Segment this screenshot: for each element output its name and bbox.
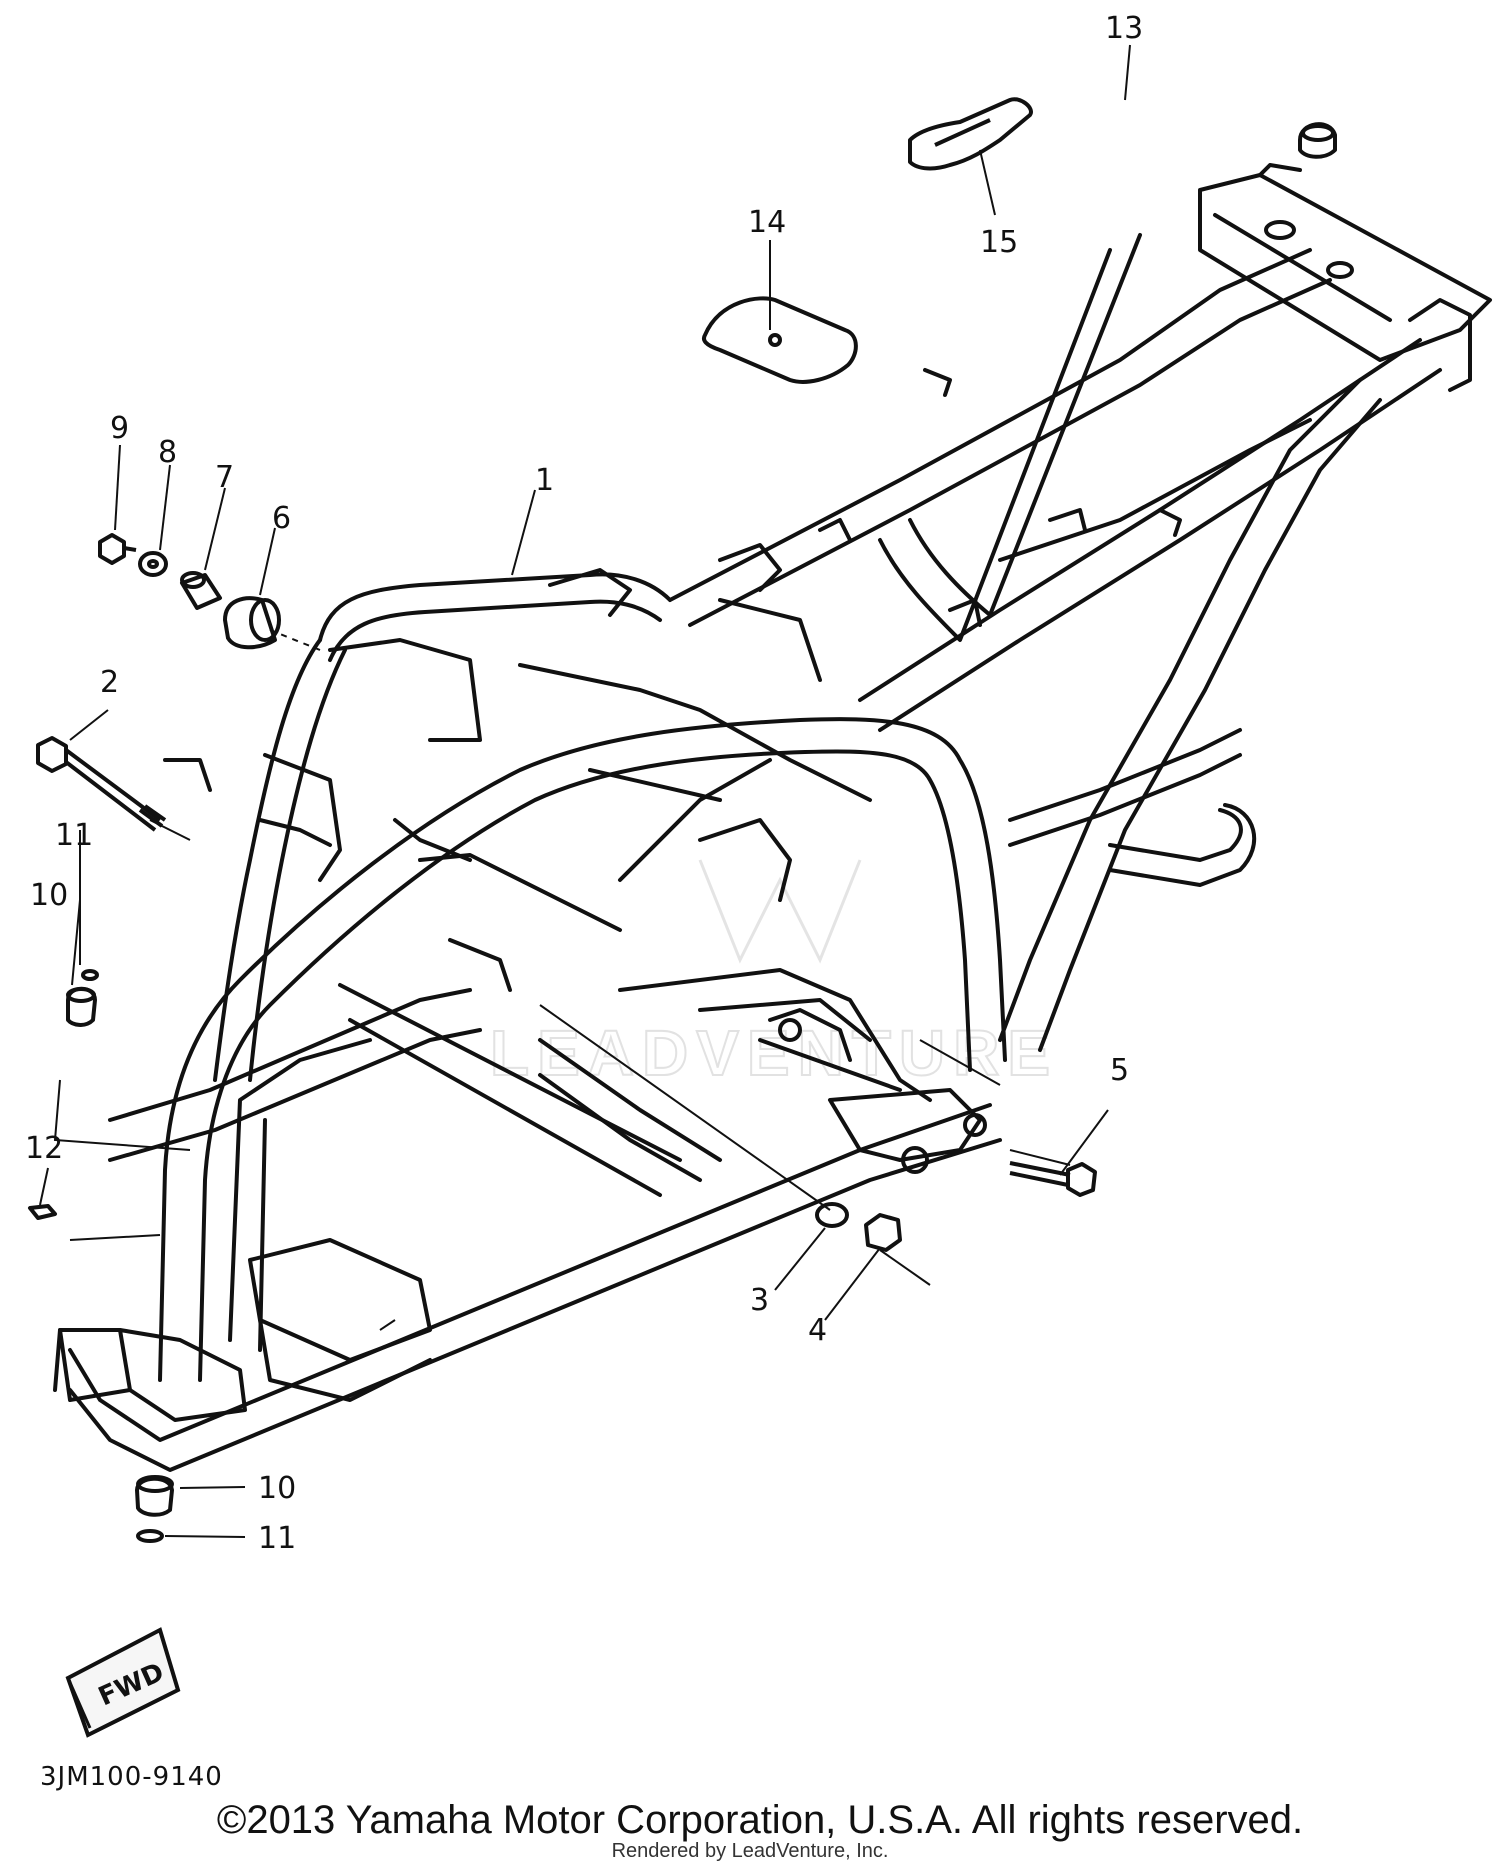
callout-7: 7 bbox=[215, 460, 234, 495]
callout-15: 15 bbox=[980, 225, 1018, 260]
leader-lines bbox=[53, 629, 1071, 1331]
callout-11-upper: 11 bbox=[55, 818, 93, 853]
part-10-cap-lower bbox=[135, 1475, 174, 1517]
callout-10-upper: 10 bbox=[30, 878, 68, 913]
callout-6: 6 bbox=[272, 501, 291, 536]
callout-9: 9 bbox=[110, 411, 129, 446]
part-2-long-bolt bbox=[36, 736, 167, 832]
part-12-fitting bbox=[28, 1204, 57, 1220]
part-11-oring-lower bbox=[136, 1529, 164, 1543]
callout-3: 3 bbox=[750, 1283, 769, 1318]
fwd-arrow-icon: FWD bbox=[65, 1627, 181, 1738]
part-14-pad bbox=[701, 296, 858, 384]
callout-12: 12 bbox=[25, 1131, 63, 1166]
rendered-by-credit: Rendered by LeadVenture, Inc. bbox=[611, 1840, 889, 1862]
callout-8: 8 bbox=[158, 435, 177, 470]
watermark-logo bbox=[698, 859, 862, 964]
copyright-notice: ©2013 Yamaha Motor Corporation, U.S.A. A… bbox=[216, 1798, 1304, 1842]
part-3-washer bbox=[815, 1202, 849, 1228]
diagram-part-code: 3JM100-9140 bbox=[40, 1762, 223, 1792]
loose-parts bbox=[28, 97, 1337, 1543]
part-13-cap bbox=[1298, 122, 1337, 159]
callout-1: 1 bbox=[535, 463, 554, 498]
callout-11-lower: 11 bbox=[258, 1521, 296, 1556]
callout-10-lower: 10 bbox=[258, 1471, 296, 1506]
callout-5: 5 bbox=[1110, 1053, 1129, 1088]
part-4-nut bbox=[864, 1213, 902, 1252]
part-8-washer bbox=[138, 551, 168, 577]
callout-2: 2 bbox=[100, 665, 119, 700]
part-15-clip bbox=[908, 97, 1033, 171]
watermark-text: LEADVENTURE bbox=[490, 1017, 1058, 1089]
part-9-bolt bbox=[98, 533, 137, 565]
callout-leaders bbox=[39, 44, 1131, 1538]
part-10-cap-upper bbox=[66, 969, 99, 1027]
callout-4: 4 bbox=[808, 1313, 827, 1348]
part-7-collar bbox=[180, 571, 222, 610]
part-6-bushing bbox=[223, 596, 281, 650]
callout-14: 14 bbox=[748, 205, 786, 240]
frame-drawing bbox=[53, 163, 1492, 1472]
part-5-bolt bbox=[1009, 1161, 1097, 1197]
callout-13: 13 bbox=[1105, 11, 1143, 46]
